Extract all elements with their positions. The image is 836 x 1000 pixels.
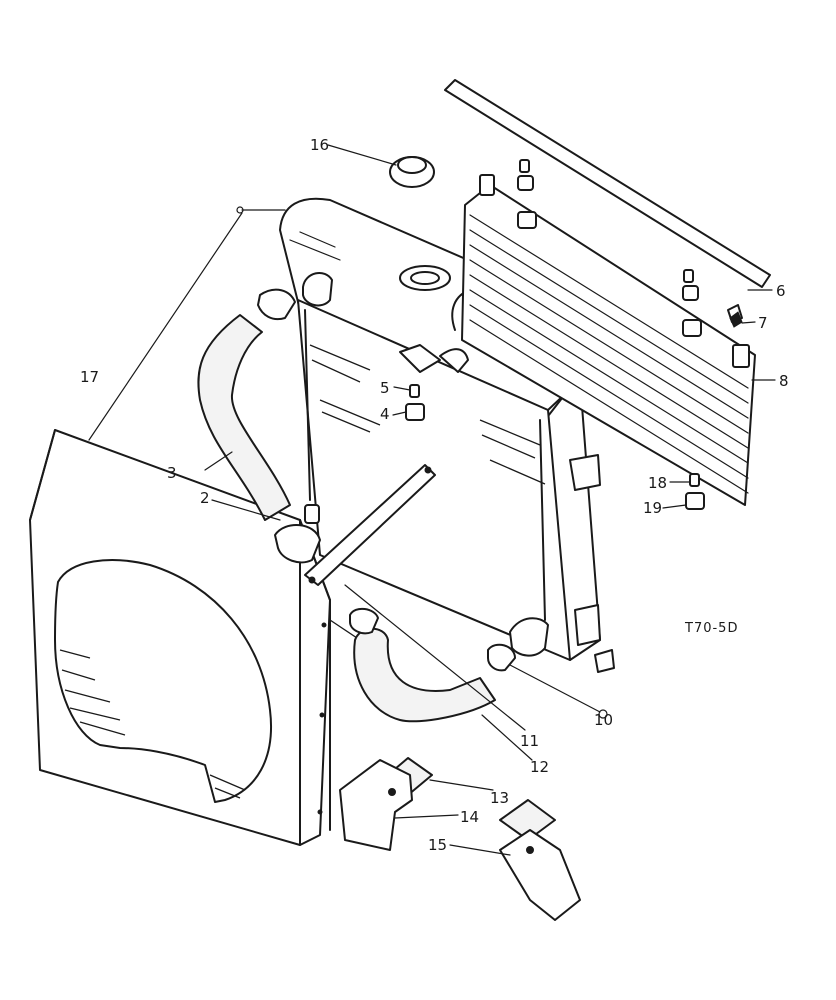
callout-3: 3 [167, 464, 177, 482]
oil-cooler [444, 79, 771, 506]
callout-7: 7 [758, 314, 768, 332]
reference-code: T70-5D [684, 621, 738, 636]
callout-8: 8 [779, 372, 789, 390]
callout-15: 15 [428, 836, 447, 854]
stay-bar [304, 464, 436, 586]
callout-4: 4 [380, 405, 390, 423]
callout-2: 2 [200, 489, 210, 507]
top-hose [197, 288, 321, 564]
fan-shroud [29, 429, 331, 846]
radiator-cap [389, 156, 435, 188]
callout-12: 12 [530, 758, 549, 776]
callout-6: 6 [776, 282, 786, 300]
lower-hose [349, 607, 516, 723]
callout-13: 13 [490, 789, 509, 807]
callout-14: 14 [460, 808, 479, 826]
callout-19: 19 [643, 499, 662, 517]
callout-10: 10 [594, 711, 613, 729]
callout-11: 11 [520, 732, 539, 750]
callout-18: 18 [648, 474, 667, 492]
callout-labels: 2 3 4 5 6 7 8 10 11 12 13 14 15 16 17 18… [80, 136, 789, 854]
callout-5: 5 [380, 379, 390, 397]
mounting-brackets [339, 757, 581, 921]
callout-16: 16 [310, 136, 329, 154]
callout-17: 17 [80, 368, 99, 386]
leader-lines [88, 144, 776, 856]
